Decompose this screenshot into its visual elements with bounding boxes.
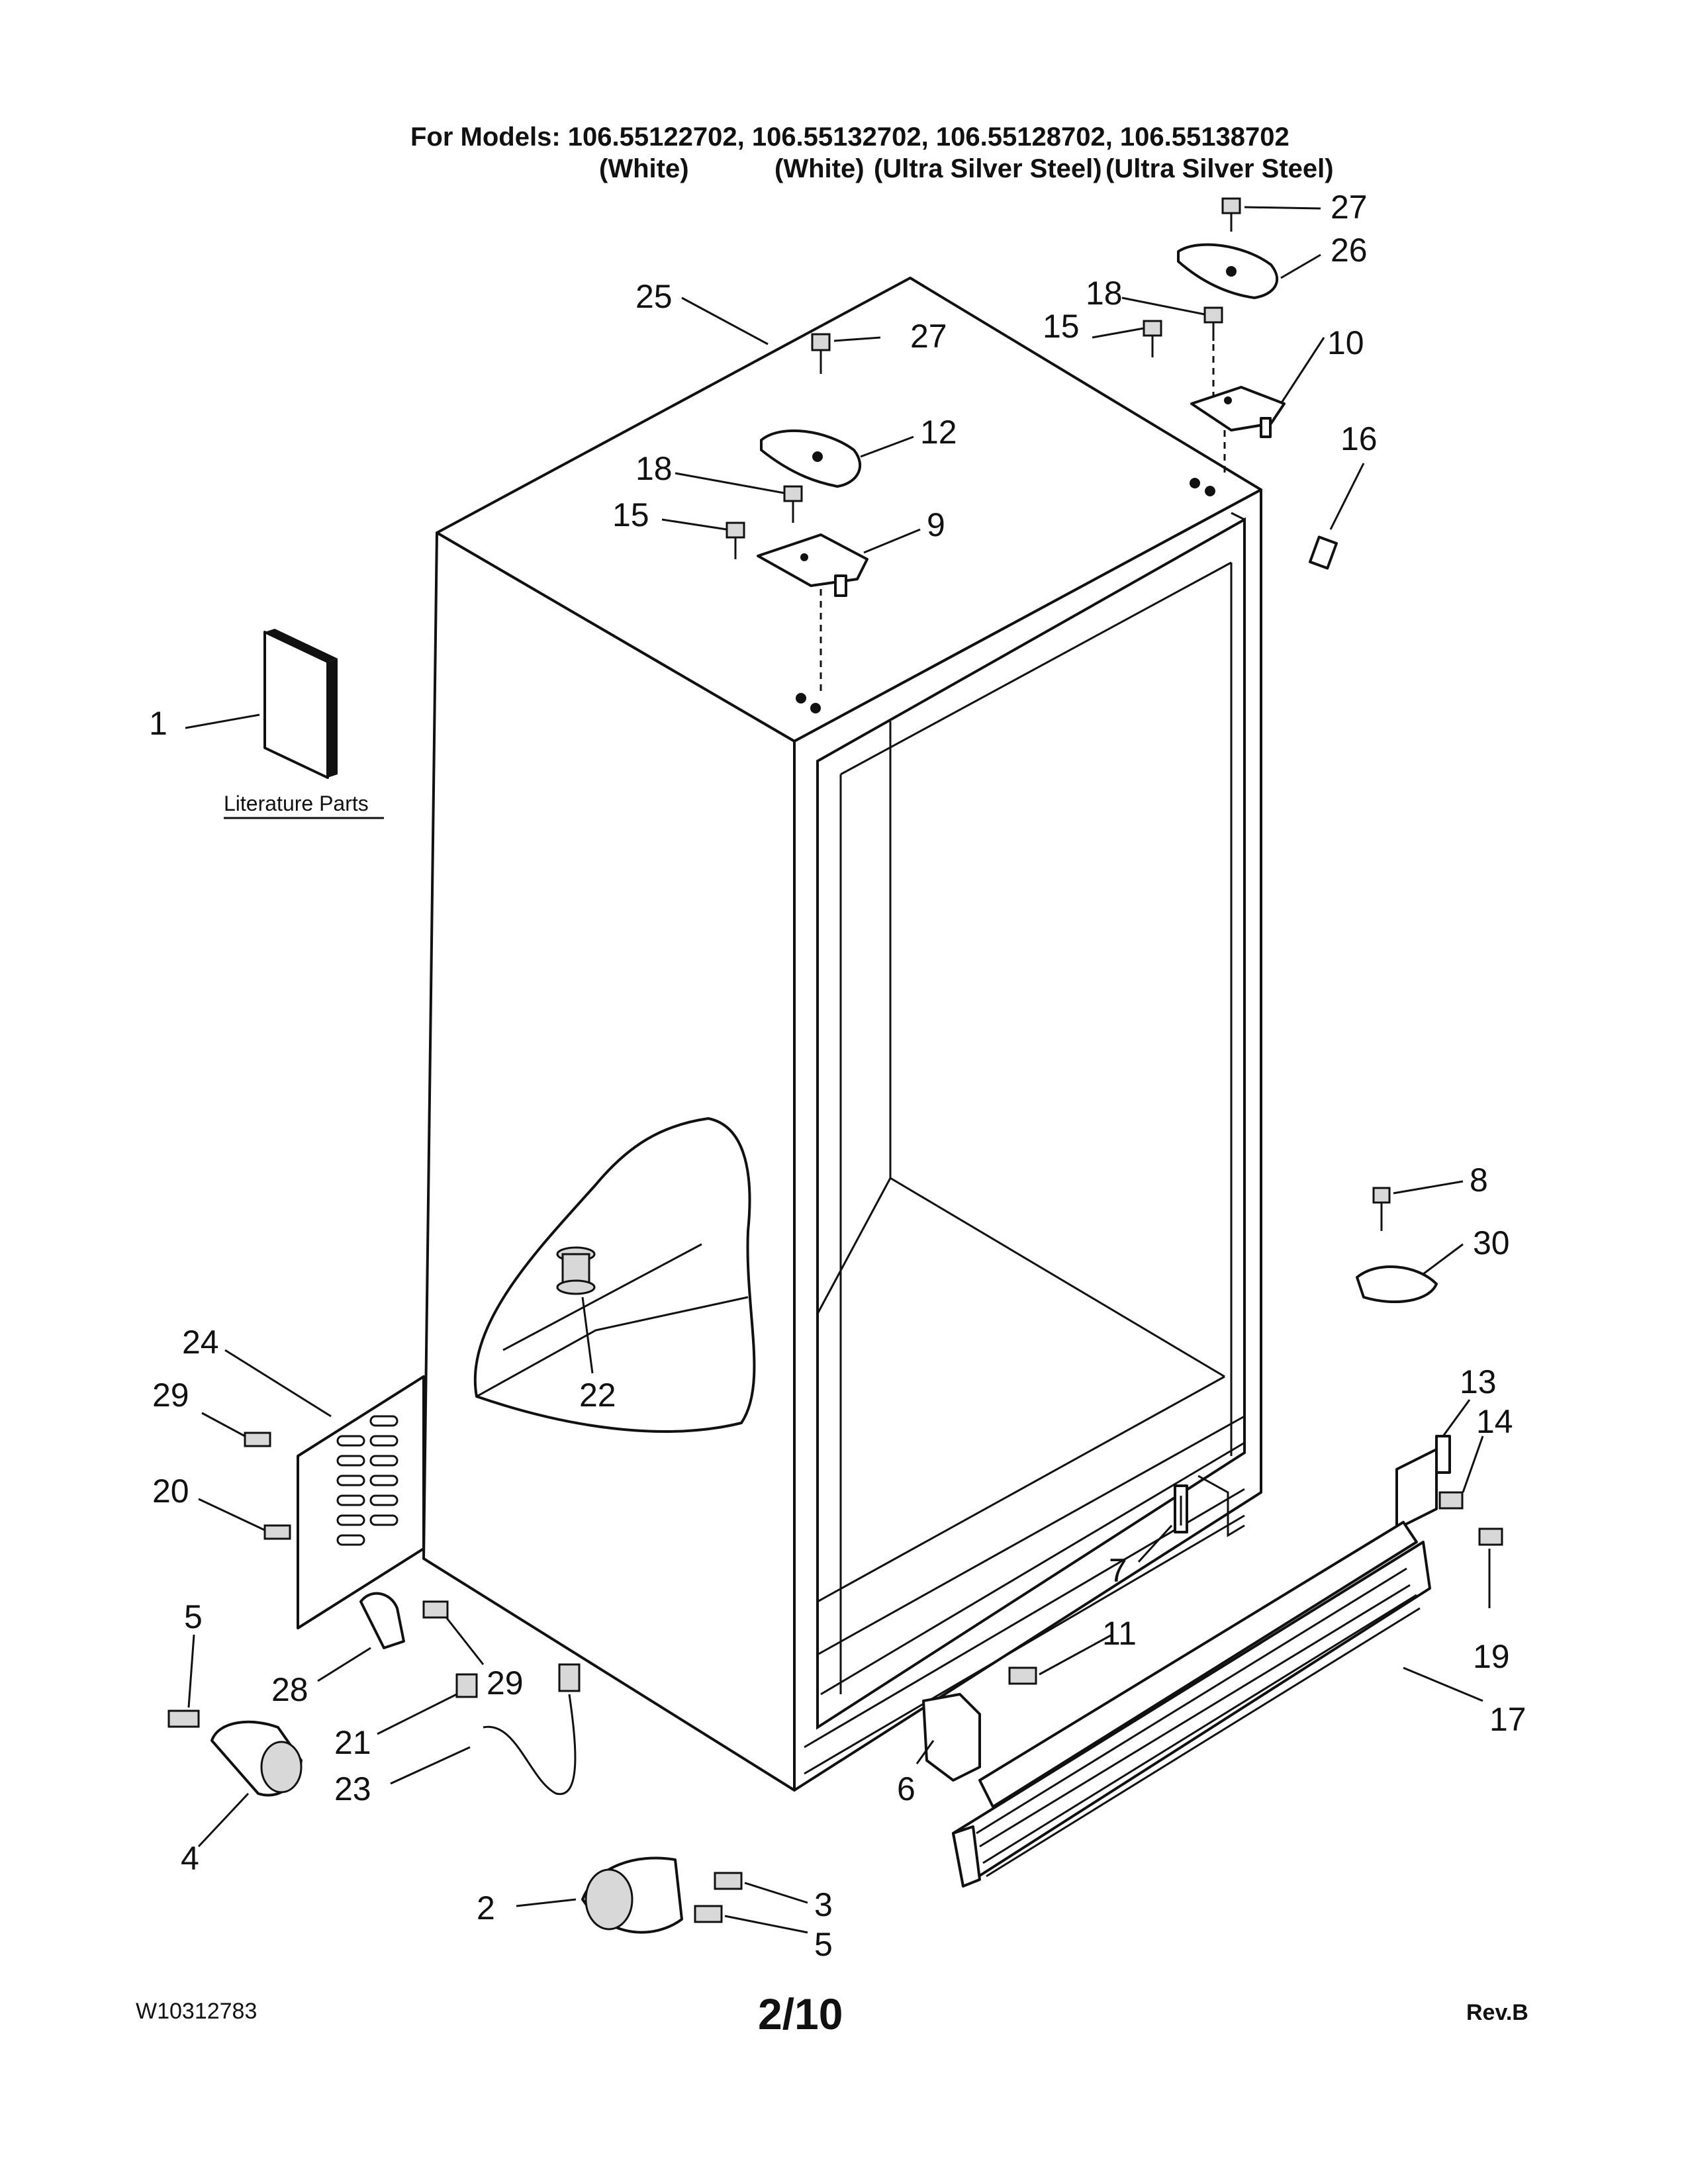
color-white-1: (White) [599,154,689,183]
callout-3: 3 [814,1886,833,1923]
callout-17: 17 [1489,1701,1526,1738]
callout-13: 13 [1460,1363,1497,1400]
callout-22: 22 [579,1377,616,1414]
revision: Rev.B [1466,2000,1528,2025]
literature-parts-label: Literature Parts [224,792,369,815]
lower-hinge-bracket [922,1666,1037,1782]
rear-access-panel [244,1375,425,1629]
literature-parts-booklet [263,629,338,779]
callout-11: 11 [1102,1615,1137,1652]
callout-27-right: 27 [1331,189,1368,226]
lower-hinge [1395,1435,1503,1546]
callout-29-left: 29 [152,1377,189,1414]
rear-roller-assembly [167,1592,581,1797]
callout-18-left: 18 [635,450,673,487]
door-stop [1356,1187,1438,1304]
color-ultra-silver-steel-2: (Ultra Silver Steel) [1105,154,1334,183]
callout-4: 4 [181,1840,199,1877]
callout-2: 2 [477,1889,495,1927]
page-number: 2/10 [758,1989,843,2038]
color-ultra-silver-steel-1: (Ultra Silver Steel) [874,154,1102,183]
callout-14: 14 [1476,1403,1513,1440]
callout-30: 30 [1473,1224,1510,1261]
leader-lines [185,206,1491,1934]
callout-8: 8 [1470,1161,1488,1199]
callout-26: 26 [1331,232,1368,269]
callout-15-left: 15 [612,496,649,533]
callouts: 1 2 3 4 5 5 6 7 8 9 10 11 12 13 14 15 15… [149,189,1526,1963]
callout-10: 10 [1327,324,1364,361]
callout-20: 20 [152,1473,189,1510]
callout-23: 23 [334,1770,371,1807]
callout-15-right: 15 [1043,308,1080,345]
color-white-2: (White) [774,154,865,183]
callout-16: 16 [1340,420,1378,457]
callout-28: 28 [271,1671,308,1708]
models-line: For Models: 106.55122702, 106.55132702, … [410,122,1289,152]
callout-19: 19 [1473,1638,1510,1675]
callout-5-left: 5 [184,1598,203,1635]
callout-18-right: 18 [1086,275,1123,312]
top-hinge-freezer [726,333,868,695]
top-hinge-fresh-food [1143,197,1338,570]
callout-24: 24 [182,1324,219,1361]
callout-6: 6 [897,1770,915,1807]
doc-number: W10312783 [136,1999,258,2024]
callout-9: 9 [927,506,945,543]
callout-27-left: 27 [910,318,947,355]
cabinet [422,277,1262,1792]
callout-5-bottom: 5 [814,1926,833,1963]
callout-1: 1 [149,705,167,742]
callout-12: 12 [920,414,957,451]
toe-grille [952,1521,1431,1888]
callout-21: 21 [334,1724,371,1761]
callout-25: 25 [635,278,673,315]
front-roller-assembly [581,1856,743,1934]
callout-29-bottom: 29 [487,1664,524,1702]
callout-7: 7 [1109,1552,1127,1589]
